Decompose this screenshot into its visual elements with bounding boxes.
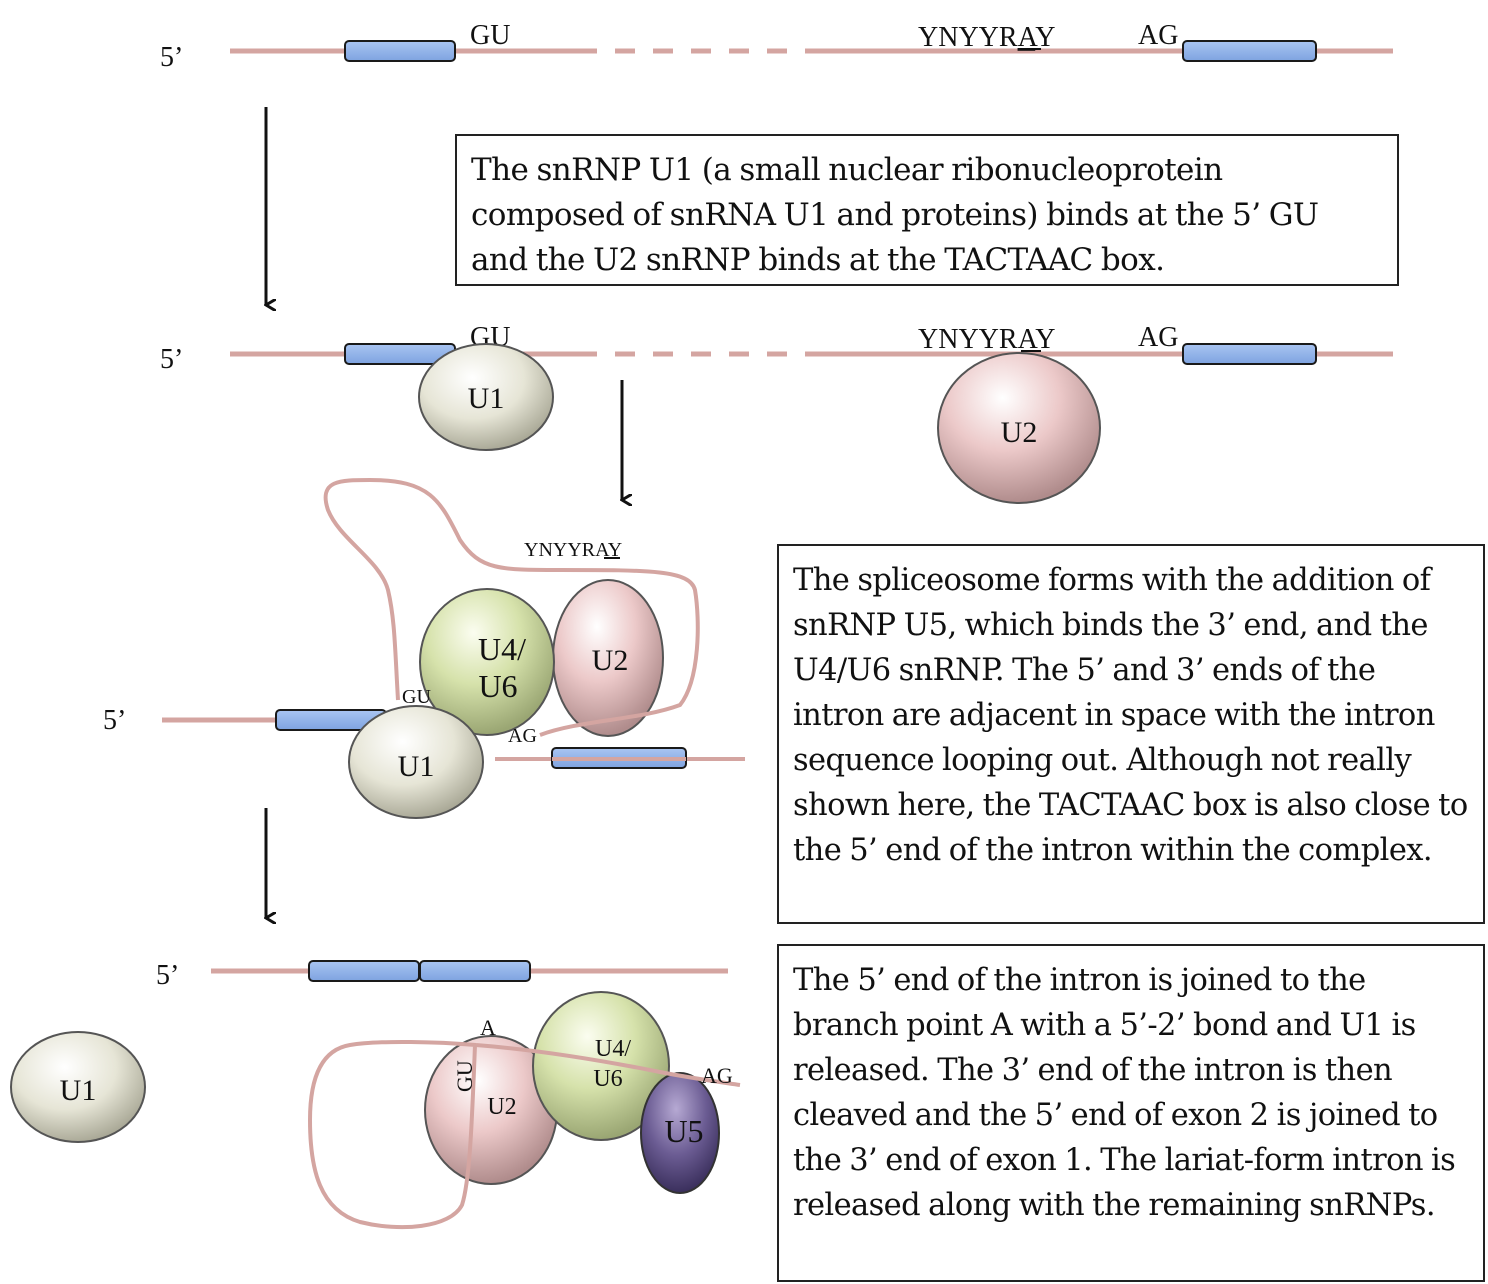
snrnp-u4-label: U4/ [478,631,526,667]
step3-spliceosome: 5’ U2 U4/ U6 U1 GU AG YNYYRAY [103,477,745,819]
branch-sequence: YNYYRAY [524,539,622,561]
caption-step2: The spliceosome forms with the addition … [777,544,1485,924]
ag-label: AG [508,725,537,747]
exon-2 [1182,40,1317,62]
snrnp-u2-label: U2 [592,644,629,677]
five-prime-label: 5’ [156,960,179,991]
snrnp-u4-u6 [532,991,670,1141]
branch-sequence: YNYYRAY [918,22,1055,53]
intron-loop [323,477,700,737]
snrnp-u1 [348,705,484,819]
snrnp-u2-label: U2 [1001,416,1038,449]
branch-a-label: A [480,1015,496,1040]
step4-lariat: 5’ U1 U2 U4/ U6 U5 A GU AG [10,960,741,1230]
ag-label: AG [701,1063,733,1088]
snrnp-u6-label: U6 [593,1066,622,1092]
five-prime-label: 5’ [160,344,183,375]
ag-label: AG [1138,20,1178,51]
exon-2 [419,960,531,982]
snrnp-u1 [418,343,554,451]
snrnp-u6-label: U6 [478,668,517,704]
snrnp-u2 [937,352,1101,504]
snrnp-u1-label: U1 [468,382,505,415]
step2-u1-u2-binding: 5’ GU YNYYRAY AG U1 U2 [160,322,1393,504]
five-prime-label: 5’ [103,705,126,736]
snrnp-u5-label: U5 [664,1113,703,1149]
lariat-intron-loop [307,1039,477,1230]
exon-1 [344,40,456,62]
caption-step3: The 5’ end of the intron is joined to th… [777,944,1485,1282]
gu-label: GU [470,20,510,51]
snrnp-u2-label: U2 [487,1094,516,1120]
snrnp-u1-released [10,1031,146,1143]
five-prime-label: 5’ [160,42,183,73]
gu-label: GU [402,686,431,708]
snrnp-u4-u6 [419,588,555,736]
snrnp-u1-label: U1 [398,750,435,783]
ag-label: AG [1138,322,1178,353]
exon-2 [1182,343,1317,365]
intron-tail [475,1043,741,1087]
exon-1 [308,960,420,982]
step1-premrna: 5’ GU YNYYRAY AG [160,20,1393,73]
caption-step1: The snRNP U1 (a small nuclear ribonucleo… [455,134,1399,286]
branch-sequence: YNYYRAY [918,324,1055,355]
gu-label: GU [452,1060,477,1092]
snrnp-u5 [640,1072,720,1194]
snrnp-u4-label: U4/ [595,1036,631,1062]
snrnp-u1-label: U1 [60,1074,97,1107]
